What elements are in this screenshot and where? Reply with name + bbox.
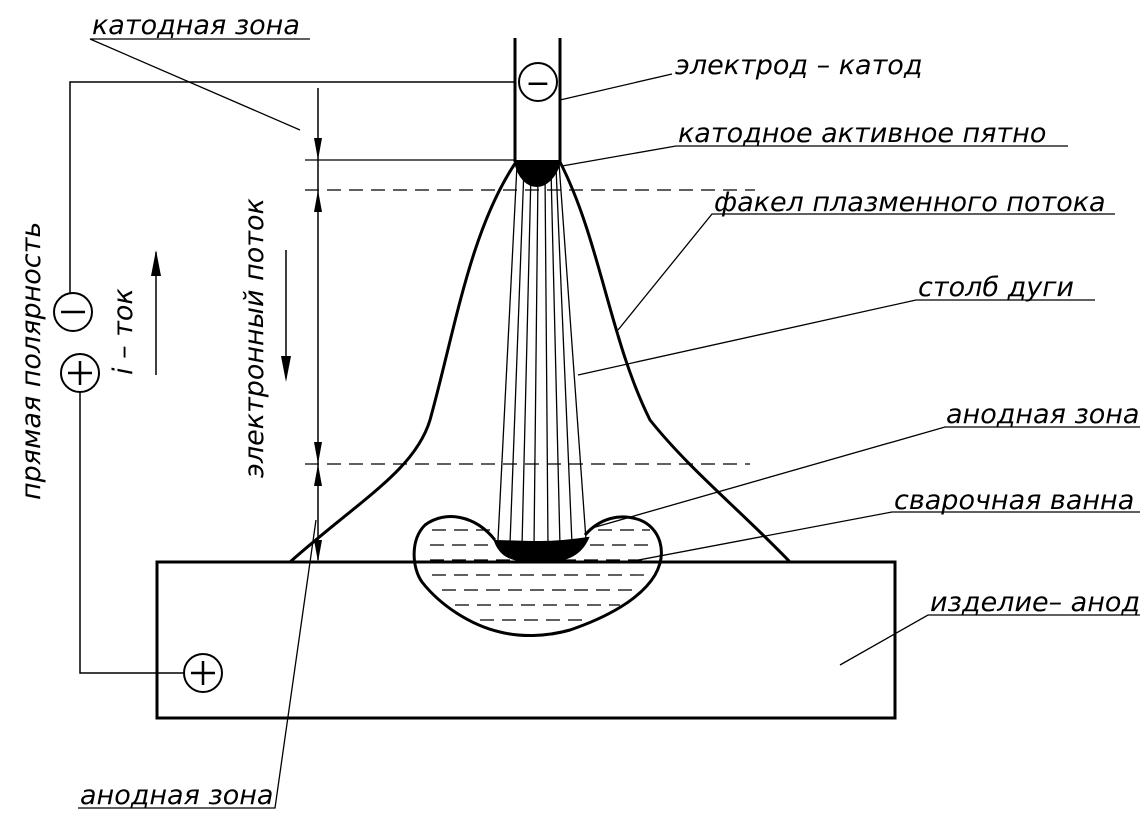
label-arc-column: столб дуги	[918, 272, 1074, 303]
electrode-minus-sign: −	[525, 66, 550, 101]
label-cathode-active-spot: катодное активное пятно	[678, 118, 1046, 149]
anode-active-spot	[493, 536, 590, 564]
plasma-torch-right	[558, 161, 792, 564]
label-workpiece-anode: изделие– анод	[930, 587, 1140, 618]
label-anode-zone-right: анодная зона	[946, 399, 1139, 430]
workpiece-plus-icon	[183, 653, 223, 693]
plasma-torch-left	[289, 161, 518, 564]
minus-terminal-icon	[53, 292, 93, 332]
label-electron-flow: электронный поток	[239, 197, 270, 478]
label-plasma-flow-torch: факел плазменного потока	[714, 187, 1106, 218]
label-anode-zone-bottom: анодная зона	[80, 780, 273, 811]
weld-pool	[412, 515, 663, 638]
electrode-minus-circle	[518, 62, 558, 102]
circuit-wire-cathode	[69, 81, 515, 293]
label-weld-pool: сварочная ванна	[894, 485, 1134, 516]
leader-lines	[78, 38, 1140, 809]
label-electrode-cathode: электрод – катод	[675, 50, 922, 81]
label-direct-polarity: прямая полярность	[16, 222, 47, 500]
workpiece	[155, 560, 897, 720]
down-arrow-icon	[281, 356, 291, 382]
arc-column	[497, 162, 587, 548]
circuit-wire-anode	[79, 392, 184, 674]
plus-terminal-icon	[60, 353, 100, 393]
up-arrow-icon	[151, 250, 161, 276]
label-cathode-zone-top: катодная зона	[92, 10, 300, 41]
label-current: i – ток	[108, 288, 139, 375]
dimension-arrowheads	[314, 138, 322, 562]
cathode-active-spot	[513, 160, 562, 188]
